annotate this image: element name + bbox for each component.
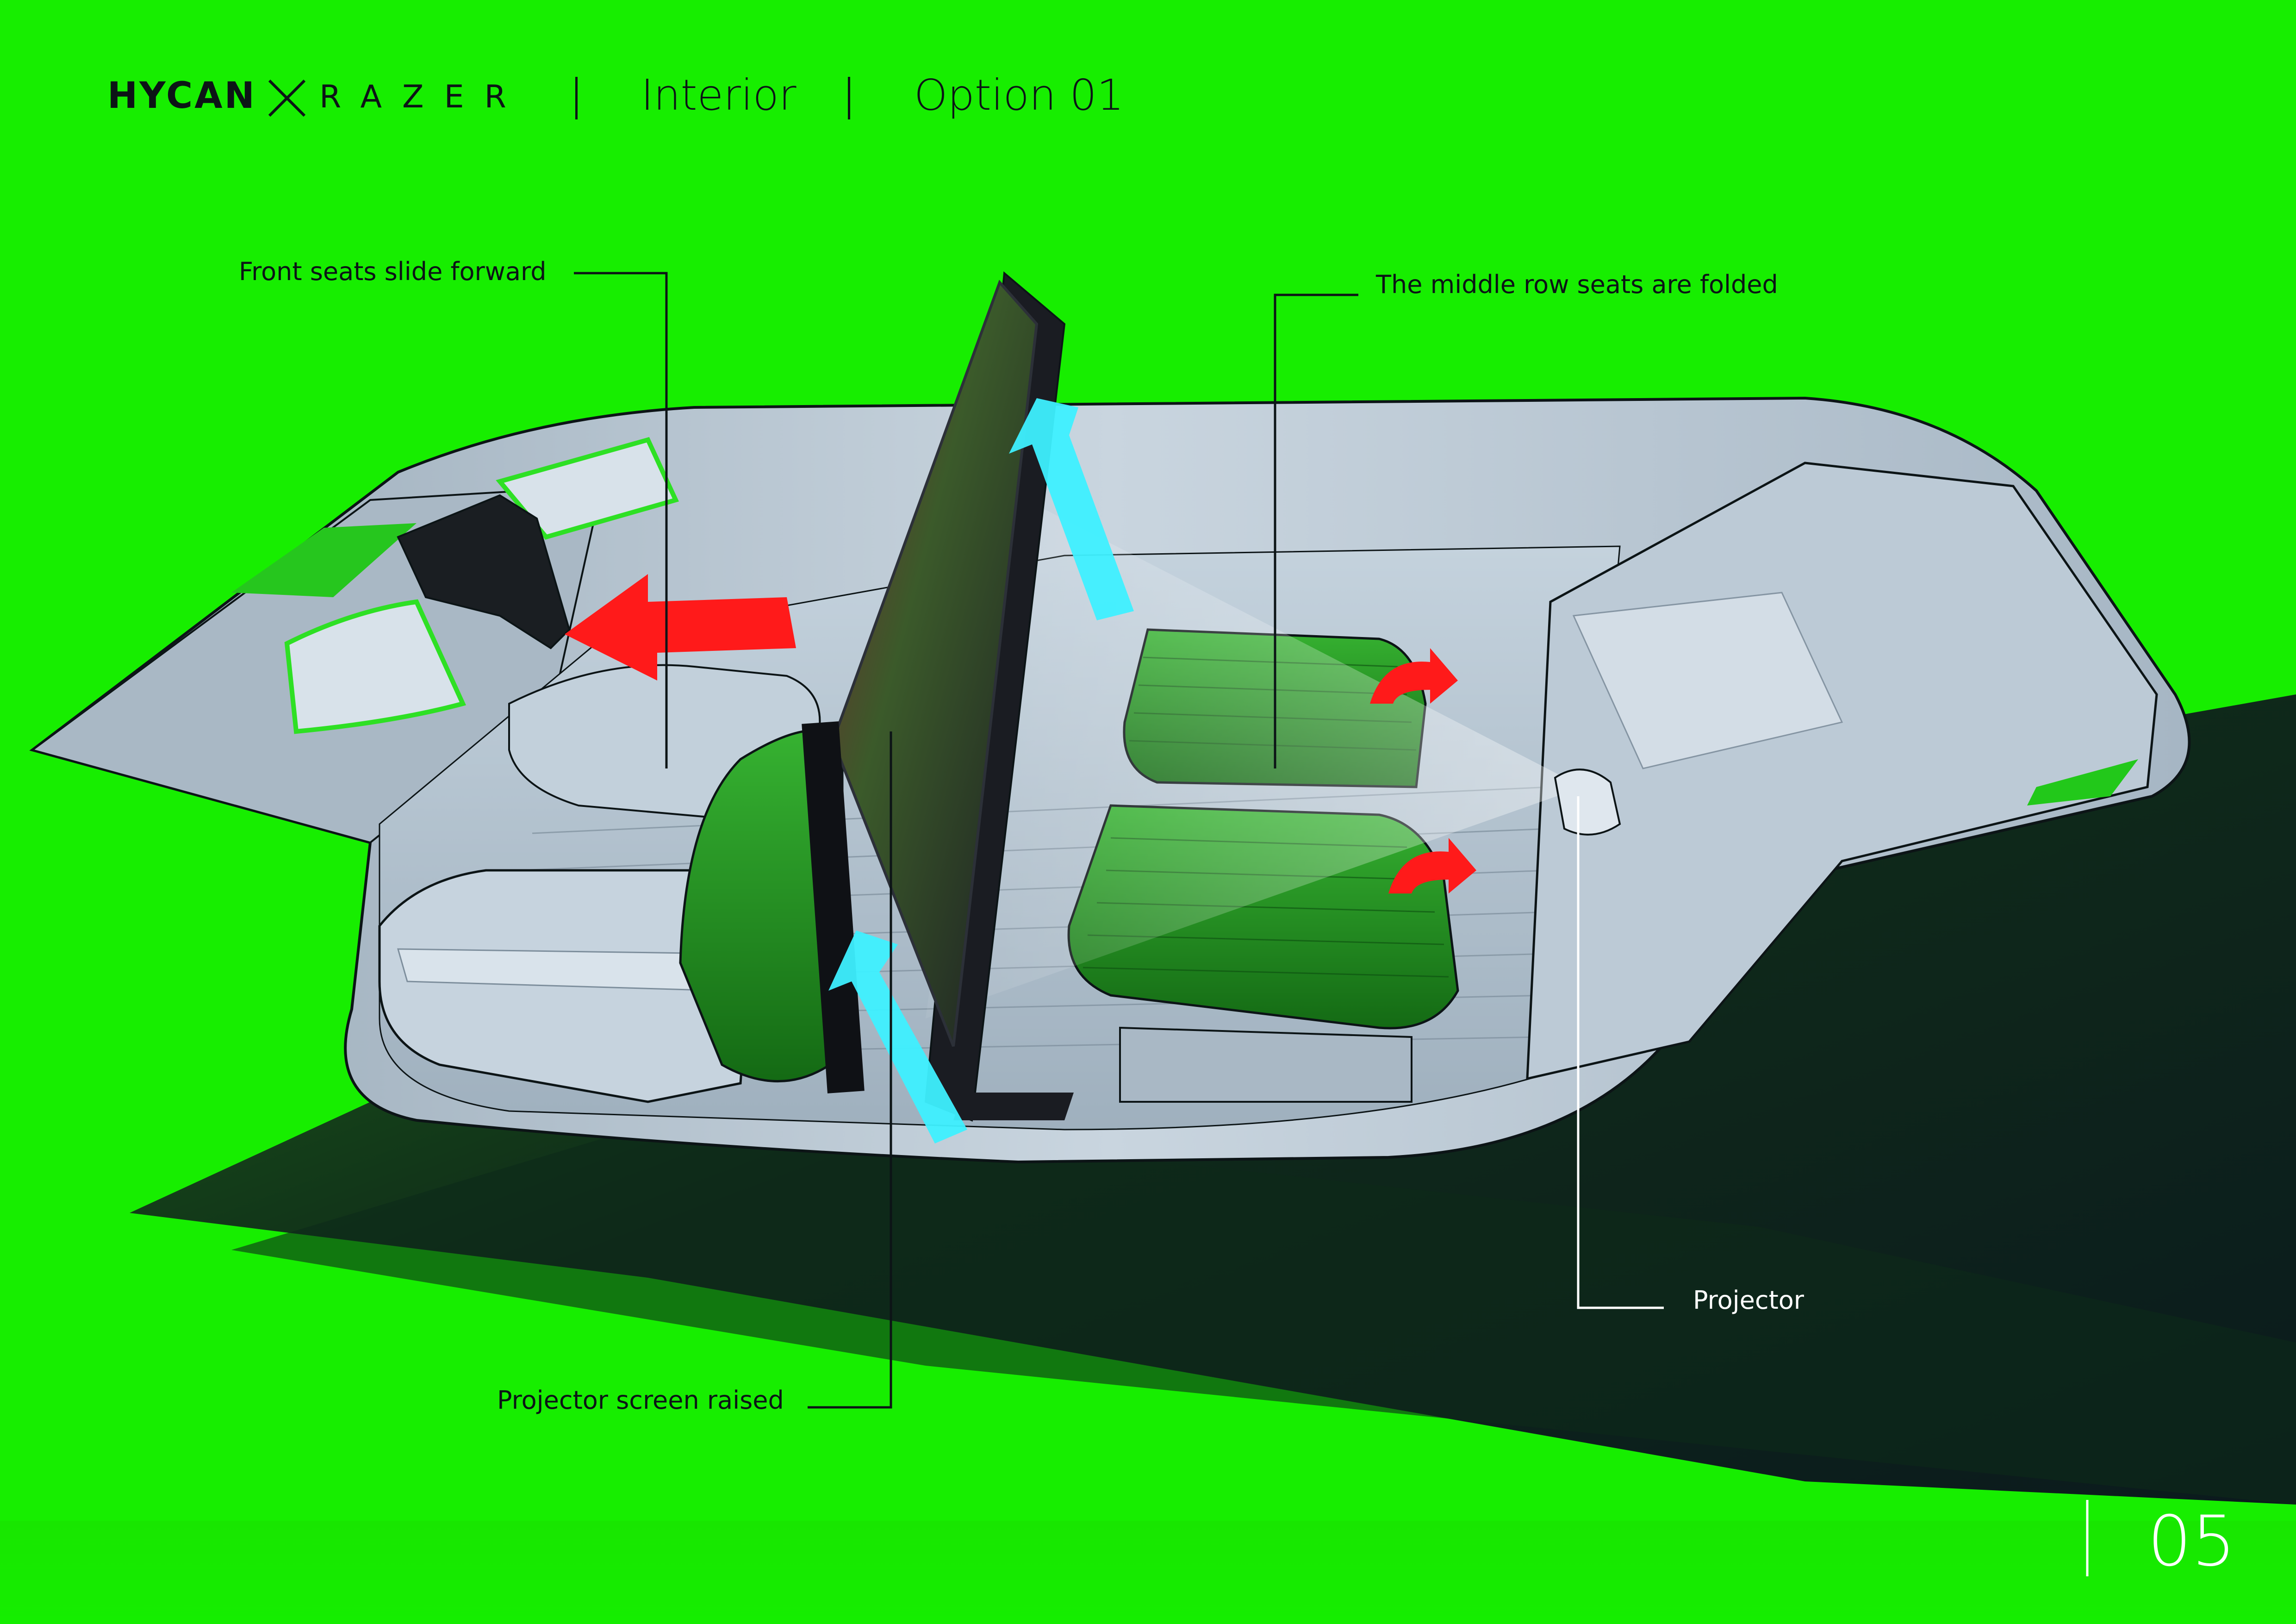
steering-wheel	[397, 494, 571, 650]
annotation-middle-row: The middle row seats are folded	[1376, 270, 1778, 299]
bottom-band	[0, 1521, 2296, 1624]
section-title: Interior	[641, 70, 796, 120]
leader-projector	[1577, 796, 1664, 1309]
leader-front-seats	[574, 272, 668, 768]
header-divider-2	[848, 77, 850, 119]
page-number: 05	[2147, 1501, 2236, 1582]
brand-logo-hycan: HYCAN	[107, 75, 256, 117]
leader-middle-row	[1274, 294, 1358, 768]
option-label: Option 01	[914, 70, 1124, 120]
projector-beam	[926, 486, 1583, 1018]
red-arrow-front-seat	[565, 574, 796, 681]
ground-shadow-soft	[231, 1111, 2296, 1505]
projector-screen	[833, 282, 1037, 1046]
annotation-projector-screen: Projector screen raised	[497, 1386, 784, 1415]
leader-screen	[808, 731, 892, 1409]
annotation-front-seats: Front seats slide forward	[239, 257, 547, 286]
brand-logo-razer: RAZER	[319, 79, 527, 115]
header-bar: HYCAN RAZER Interior Option 01	[0, 0, 2296, 157]
cyan-arrow-lower	[828, 931, 967, 1143]
red-arrow-fold-front	[1388, 838, 1476, 893]
collab-x-icon	[268, 79, 306, 117]
cyan-arrow-upper	[1009, 398, 1134, 620]
header-divider-1	[575, 77, 578, 119]
annotation-projector: Projector	[1693, 1286, 1804, 1315]
red-arrow-fold-rear	[1370, 648, 1458, 704]
